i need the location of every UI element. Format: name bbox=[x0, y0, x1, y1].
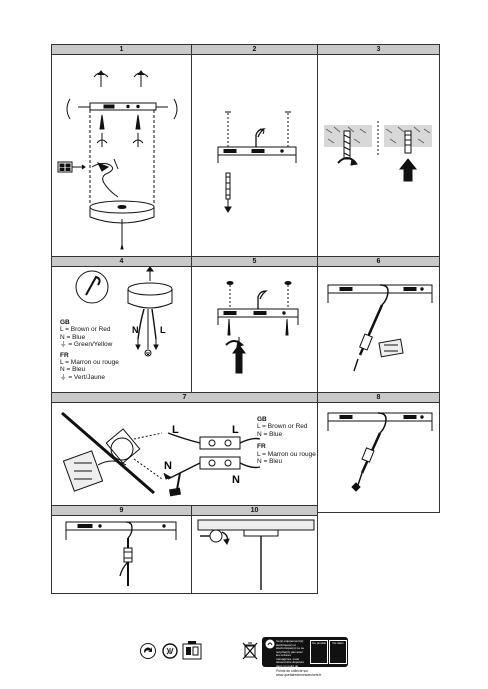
step-5-illustration bbox=[217, 281, 299, 374]
panel-step-7: 7 L L N N bbox=[51, 392, 318, 513]
panel-step-2: 2 bbox=[191, 44, 318, 257]
earth-icon: ⏚ bbox=[60, 373, 67, 381]
panel-number: 6 bbox=[318, 257, 439, 267]
legend-fr-earth-row: ⏚ = Vert/Jaune bbox=[60, 374, 119, 381]
step-9-illustration bbox=[65, 521, 177, 586]
material-icon bbox=[162, 643, 178, 659]
panel-step-3: 3 bbox=[317, 44, 440, 257]
step-6-illustration bbox=[327, 284, 433, 372]
label-l: L bbox=[160, 325, 166, 335]
crossed-bin-icon bbox=[242, 642, 258, 660]
triman-text: Ce(s) équipement(s) électrique(s) et éle… bbox=[276, 639, 305, 671]
panel-step-5: 5 bbox=[191, 256, 318, 393]
triman-label: Ce(s) équipement(s) électrique(s) et éle… bbox=[262, 637, 348, 671]
legend-fr-title: FR bbox=[257, 443, 266, 451]
legend-fr-neutral: N = Bleu bbox=[60, 366, 86, 374]
step-2-illustration bbox=[217, 111, 297, 213]
legend-gb-neutral: N = Blue bbox=[60, 333, 86, 341]
triman-icon bbox=[265, 639, 275, 649]
wire-legend-step-7: GB L = Brown or Red N = Blue FR L = Marr… bbox=[257, 416, 316, 465]
panel-number: 7 bbox=[52, 393, 317, 403]
wire-legend-step-4: GB L = Brown or Red N = Blue ⏚ = Green/Y… bbox=[60, 319, 119, 381]
step-1-illustration bbox=[57, 70, 178, 250]
packaging-icon bbox=[182, 641, 202, 660]
recycle-icon bbox=[140, 643, 156, 659]
panel-number: 3 bbox=[318, 45, 439, 55]
legend-gb-earth-row: ⏚ = Green/Yellow bbox=[60, 341, 119, 348]
panel-step-10: 10 bbox=[191, 505, 318, 594]
legend-gb-neutral: N = Blue bbox=[257, 430, 283, 438]
label-n-left: N bbox=[164, 460, 172, 472]
earth-icon: ⏚ bbox=[60, 341, 67, 349]
legend-fr-neutral: N = Bleu bbox=[257, 458, 283, 466]
panel-number: 10 bbox=[192, 506, 317, 516]
panel-number: 5 bbox=[192, 257, 317, 267]
label-l-right: L bbox=[232, 424, 239, 436]
collection-note: Points de collecte sur www.quefairedemes… bbox=[276, 669, 322, 677]
step-7-illustration: L L N N bbox=[61, 411, 261, 497]
panel-step-4: 4 N L GB L = Brown or Red N = Blue ⏚ = G… bbox=[51, 256, 192, 393]
panel-step-9: 9 bbox=[51, 505, 192, 594]
panel-number: 2 bbox=[192, 45, 317, 55]
panel-step-1: 1 bbox=[51, 44, 192, 257]
step-4-illustration: N L bbox=[75, 267, 173, 357]
legend-gb-live: L = Brown or Red bbox=[257, 423, 308, 431]
legend-fr-title: FR bbox=[60, 351, 69, 359]
label-n-right: N bbox=[232, 474, 240, 486]
collect-box-1: Ce produit bbox=[310, 640, 328, 664]
collect-box-2: Ou dans bbox=[329, 640, 347, 664]
panel-number: 9 bbox=[52, 506, 191, 516]
panel-number: 8 bbox=[318, 393, 439, 403]
legend-gb-title: GB bbox=[257, 416, 267, 423]
legend-fr-live: L = Marron ou rouge bbox=[60, 359, 119, 367]
legend-gb-title: GB bbox=[60, 319, 70, 326]
panel-step-8: 8 bbox=[317, 392, 440, 513]
panel-number: 1 bbox=[52, 45, 191, 55]
step-3-illustration bbox=[324, 121, 432, 182]
recycling-footer: Ce(s) équipement(s) électrique(s) et éle… bbox=[138, 637, 350, 679]
label-l-left: L bbox=[172, 424, 179, 436]
legend-gb-earth: = Green/Yellow bbox=[68, 341, 113, 349]
legend-gb-live: L = Brown or Red bbox=[60, 326, 111, 334]
label-n: N bbox=[132, 325, 139, 335]
step-8-illustration bbox=[327, 412, 433, 492]
panel-number: 4 bbox=[52, 257, 191, 267]
panel-step-6: 6 bbox=[317, 256, 440, 393]
legend-fr-earth: = Vert/Jaune bbox=[68, 373, 105, 381]
legend-fr-live: L = Marron ou rouge bbox=[257, 450, 316, 458]
step-10-illustration bbox=[197, 519, 315, 590]
